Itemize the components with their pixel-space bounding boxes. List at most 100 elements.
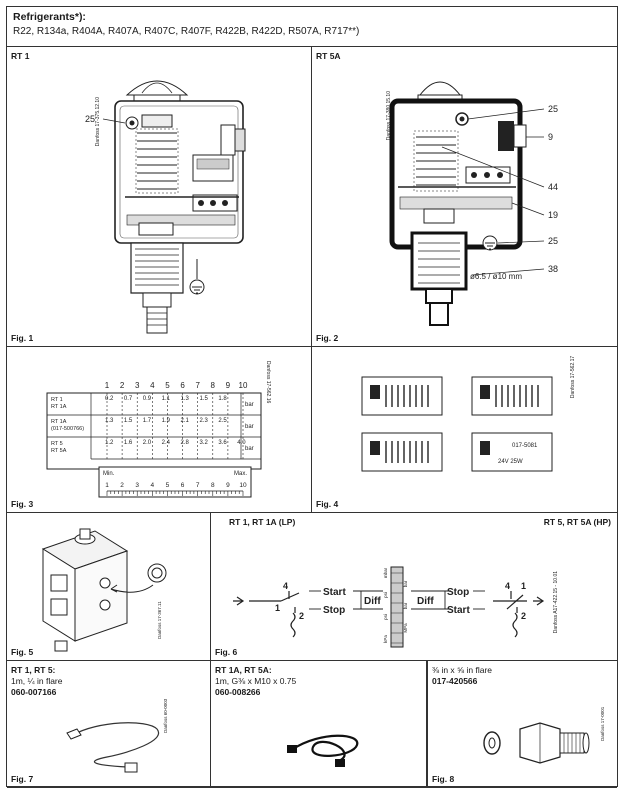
- lp-terminal-1: 1: [275, 603, 280, 613]
- fig2-dimension: ø6.5 / ø10 mm: [470, 272, 522, 281]
- fig3-row-label: RT 1A: [51, 404, 67, 410]
- fig3-scale-bottom-8: 8: [211, 482, 215, 489]
- fig3-row-value: 1.5: [199, 396, 208, 402]
- fig3-row-value: 1.6: [124, 440, 133, 446]
- fig6-scale-mark: psi: [383, 614, 388, 620]
- fig3-row-value: 2.8: [181, 440, 190, 446]
- fig4-plate-code: 017-5081: [512, 443, 538, 449]
- nameplates-drawing: Danfoss 17-562.17 017-5081 24V 25W: [361, 356, 576, 472]
- fig2-callout-44: 44: [548, 182, 558, 192]
- fig1-callout-25: 25: [85, 114, 95, 124]
- fig3-row-value: 2.0: [143, 440, 152, 446]
- fig2-title: RT 5A: [316, 51, 341, 61]
- fig3-row-label: (017-500766): [51, 426, 84, 432]
- fig3-row-value: 3.6: [218, 440, 227, 446]
- fig3-row-label: RT 5: [51, 441, 63, 447]
- fig4-panel: Fig. 4 Danfoss 17-562.17 017-5081: [312, 347, 617, 513]
- fig3-scale-top-8: 8: [211, 381, 216, 390]
- fig5-stamp: Danfoss 17-367.11: [157, 601, 162, 639]
- fig7-left-panel: RT 1, RT 5: 1m, ¼ in flare 060-007166 Fi…: [7, 661, 211, 788]
- fig1-stamp: Danfoss 17-375.12.10: [95, 97, 101, 146]
- fig6-scale-mark: MPa: [403, 623, 408, 633]
- fig3-scale-bottom-7: 7: [196, 482, 200, 489]
- fig3-scale-top-2: 2: [120, 381, 125, 390]
- fig3-scale-top-4: 4: [150, 381, 155, 390]
- fig3-row-value: 1.7: [143, 418, 152, 424]
- fig3-scale-bottom-4: 4: [151, 482, 155, 489]
- fig3-scale-bottom-2: 2: [120, 482, 124, 489]
- rt5a-drawing: Danfoss 17-380.15.10: [386, 81, 558, 326]
- fig2-panel: RT 5A Fig. 2 Danfoss 17-380.15.10: [312, 47, 617, 347]
- fig1-title: RT 1: [11, 51, 30, 61]
- hp-terminal-1: 1: [521, 581, 526, 591]
- fig6-stamp: Danfoss A17-422.15 - 10.01: [553, 571, 559, 633]
- fig8-stamp: Danfoss 17-0001: [600, 706, 605, 741]
- fig3-row-value: 1.2: [105, 440, 114, 446]
- fig3-row-value: 2.4: [162, 440, 171, 446]
- fig3-scale-top-5: 5: [165, 381, 170, 390]
- nameplate-4: 017-5081 24V 25W: [471, 432, 553, 472]
- fig3-row-value: 1.5: [124, 418, 133, 424]
- fig2-callout-25b: 25: [548, 236, 558, 246]
- fig3-row-value: 1.1: [162, 396, 171, 402]
- fig8-panel: ⅜ in x ⅝ in flare 017-420566 Fig. 8 Danf…: [427, 661, 617, 788]
- nameplate-1: [361, 376, 443, 416]
- rt1-drawing: Danfoss 17-375.12.10 25: [85, 80, 246, 334]
- fig3-row-value: 0.7: [124, 396, 133, 402]
- fig3-row-value: 0.9: [143, 396, 152, 402]
- lp-switch: [233, 591, 300, 638]
- hp-switch: [493, 591, 545, 638]
- fig6-title-hp: RT 5, RT 5A (HP): [543, 517, 611, 527]
- fig4-caption: Fig. 4: [316, 499, 339, 509]
- fig3-row-value: 3.2: [199, 440, 208, 446]
- fig3-scale-top-10: 10: [239, 381, 248, 390]
- fig3-row-unit: bar: [245, 446, 254, 452]
- fig6-title-lp: RT 1, RT 1A (LP): [229, 517, 296, 527]
- fig3-scale-bottom-6: 6: [181, 482, 185, 489]
- fig3-row-value: 1.3: [181, 396, 190, 402]
- fig3-scale-bottom-3: 3: [135, 482, 139, 489]
- lp-terminal-2: 2: [299, 611, 304, 621]
- flare-adapter: Danfoss 17-0001: [483, 706, 605, 764]
- fig3-row-value: 2.3: [199, 418, 208, 424]
- fig3-row-value: 1.8: [218, 396, 227, 402]
- fig6-scale-mark: bar: [403, 580, 408, 587]
- fig6-scale-mark: bar: [403, 602, 408, 609]
- lp-start-label: Start: [323, 587, 346, 598]
- fig2-callout-25a: 25: [548, 104, 558, 114]
- fig7-left-title: RT 1, RT 5:: [11, 665, 56, 675]
- fig3-scale-top-1: 1: [105, 381, 110, 390]
- lp-stop-label: Stop: [323, 605, 345, 616]
- fig3-max-label: Max.: [234, 471, 247, 477]
- fig6-scale-mark: psi: [383, 592, 388, 598]
- hp-start-label: Start: [447, 605, 470, 616]
- fig3-row-value: 2.5: [218, 418, 227, 424]
- fig4-plate-rating: 24V 25W: [498, 459, 523, 465]
- fig7-caption: Fig. 7: [11, 774, 34, 784]
- fig2-callout-38: 38: [548, 264, 558, 274]
- fig3-row-label: RT 1: [51, 397, 63, 403]
- fig3-scale-bottom-10: 10: [239, 482, 247, 489]
- fig7-left-desc: 1m, ¼ in flare: [11, 676, 63, 686]
- nameplate-2: [471, 376, 553, 416]
- fig3-min-label: Min.: [103, 471, 115, 477]
- fig7-right-code: 060-008266: [215, 687, 261, 697]
- fig7-right-panel: RT 1A, RT 5A: 1m, G⅜ x M10 x 0.75 060-00…: [211, 661, 427, 788]
- fig3-scale-top-3: 3: [135, 381, 140, 390]
- fig5-panel: Fig. 5 Danfoss 17-367.11: [7, 513, 211, 661]
- fig3-row-label: RT 5A: [51, 448, 67, 454]
- refrigerants-header: Refrigerants*): R22, R134a, R404A, R407A…: [7, 7, 617, 47]
- fig3-row-value: 1.3: [105, 418, 114, 424]
- fig6-panel: RT 1, RT 1A (LP) RT 5, RT 5A (HP) Fig. 6…: [211, 513, 617, 661]
- fig3-scale-bottom-1: 1: [105, 482, 109, 489]
- fig7-right-title: RT 1A, RT 5A:: [215, 665, 272, 675]
- fig3-scale-top-7: 7: [195, 381, 200, 390]
- hp-terminal-2: 2: [521, 611, 526, 621]
- fig5-caption: Fig. 5: [11, 647, 34, 657]
- fig3-row-unit: bar: [245, 424, 254, 430]
- fig3-scale-top-6: 6: [180, 381, 185, 390]
- fig7-right-desc: 1m, G⅜ x M10 x 0.75: [215, 676, 297, 686]
- fig3-row-label: RT 1A: [51, 419, 67, 425]
- refrigerants-title: Refrigerants*):: [13, 11, 86, 23]
